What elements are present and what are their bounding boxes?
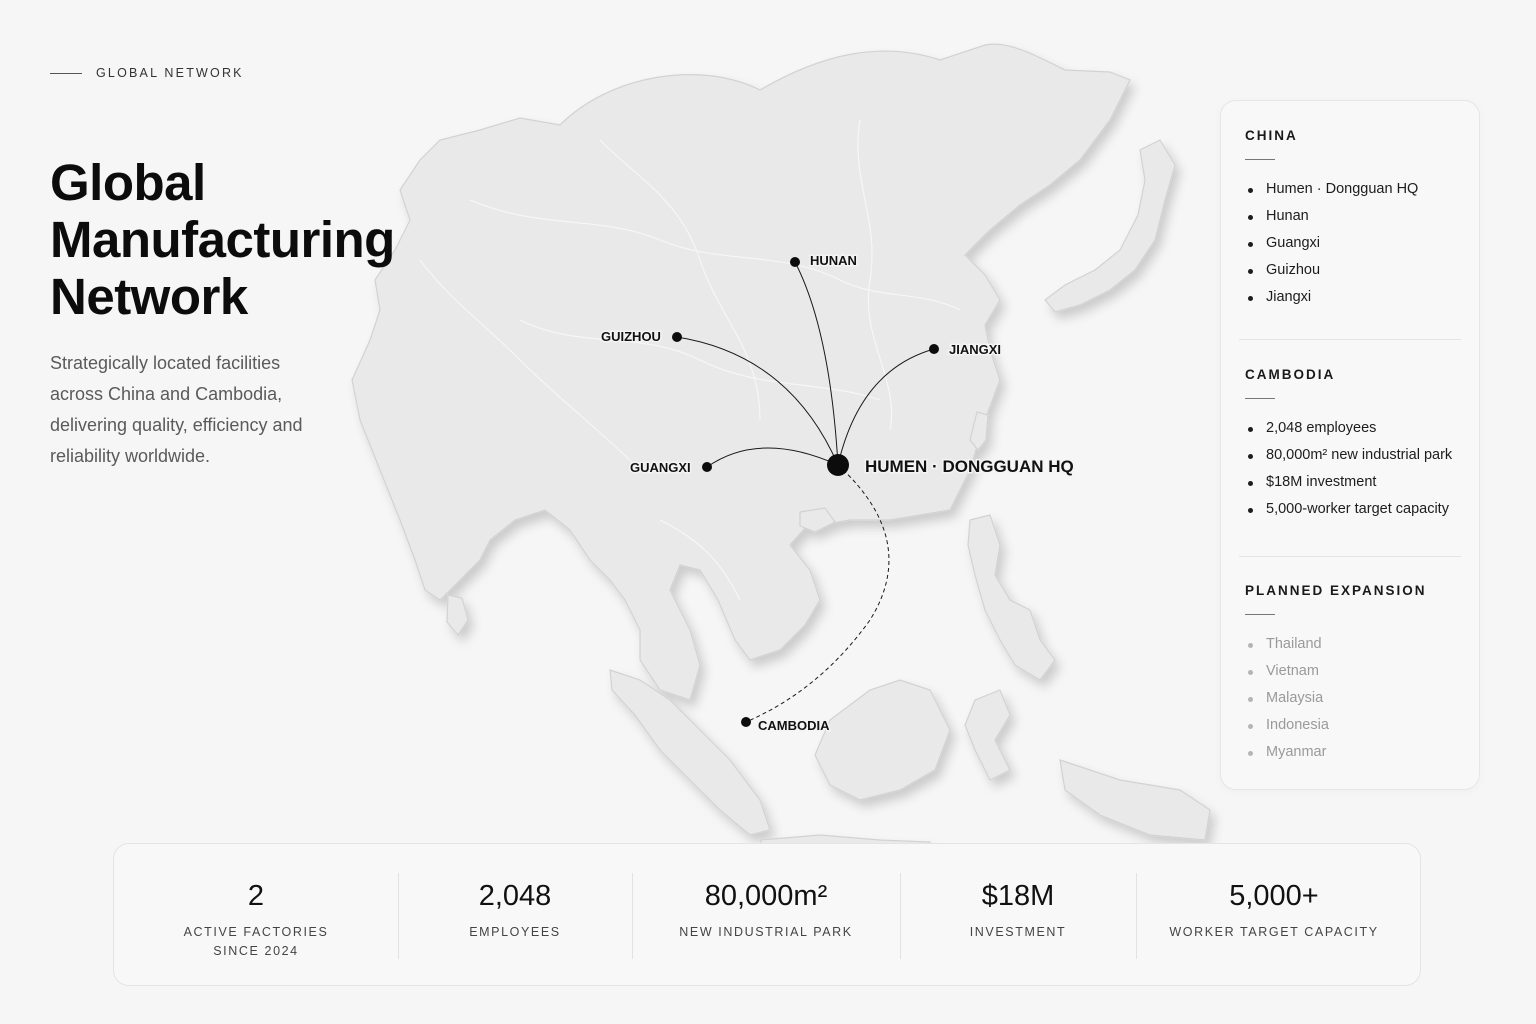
stat-divider [398, 873, 399, 959]
stat-divider [900, 873, 901, 959]
bullet [1248, 697, 1253, 702]
sumatra-landmass [609, 669, 771, 836]
stat-label: EMPLOYEES [469, 925, 561, 939]
bullet [1248, 215, 1253, 220]
bullet [1248, 427, 1253, 432]
stat-divider [632, 873, 633, 959]
guizhou-label: GUIZHOU [601, 329, 661, 344]
bullet [1248, 242, 1253, 247]
srilanka-landmass [446, 594, 469, 636]
bullet [1248, 724, 1253, 729]
list-item: Thailand [1245, 631, 1465, 658]
hq-marker [827, 454, 849, 476]
list-item: Guizhou [1245, 257, 1465, 284]
bullet [1248, 188, 1253, 193]
bullet [1248, 296, 1253, 301]
hunan-label: HUNAN [810, 253, 857, 268]
stat-active-factories: 2 ACTIVE FACTORIES SINCE 2024 [114, 844, 398, 987]
list-item: Hunan [1245, 203, 1465, 230]
stat-worker-capacity: 5,000+ WORKER TARGET CAPACITY [1136, 844, 1412, 987]
list-item: Malaysia [1245, 685, 1465, 712]
stat-value: 5,000+ [1229, 880, 1319, 912]
stat-value: $18M [981, 880, 1055, 912]
east-islands-landmass [1059, 759, 1211, 841]
page-subtitle: Strategically located facilities across … [50, 353, 303, 466]
mainland-landmass [351, 43, 1131, 701]
bullet [1248, 508, 1253, 513]
route-cambodia [745, 464, 890, 723]
eyebrow-label: GLOBAL NETWORK [96, 66, 244, 80]
guangxi-label: GUANGXI [630, 460, 691, 475]
route-guizhou [676, 336, 839, 466]
bullet [1248, 643, 1253, 648]
guizhou-marker [672, 332, 682, 342]
section-dash [1245, 159, 1275, 160]
list-item: Vietnam [1245, 658, 1465, 685]
list-item: Myanmar [1245, 739, 1465, 766]
borneo-landmass [814, 679, 951, 801]
list-item: Humen · Dongguan HQ [1245, 176, 1465, 203]
eyebrow-rule [50, 72, 82, 74]
jiangxi-marker [929, 344, 939, 354]
cambodia-section: CAMBODIA 2,048 employees 80,000m² new in… [1245, 367, 1465, 523]
stat-divider [1136, 873, 1137, 959]
hq-label: HUMEN · DONGGUAN HQ [865, 457, 1074, 476]
bullet [1248, 454, 1253, 459]
stat-value: 80,000m² [704, 880, 828, 912]
stat-label: INVESTMENT [969, 925, 1067, 939]
stat-label: WORKER TARGET CAPACITY [1169, 925, 1379, 939]
japan-landmass [1044, 139, 1176, 313]
list-item: 5,000-worker target capacity [1245, 496, 1465, 523]
hainan-landmass [799, 507, 836, 533]
expansion-section: PLANNED EXPANSION Thailand Vietnam Malay… [1245, 583, 1465, 766]
cambodia-marker [741, 717, 751, 727]
locations-panel: CHINA Humen · Dongguan HQ Hunan Guangxi … [1220, 100, 1480, 790]
panel-divider [1239, 556, 1461, 557]
bullet [1248, 269, 1253, 274]
sulawesi-landmass [964, 689, 1011, 781]
philippines-landmass [967, 514, 1056, 681]
bullet [1248, 670, 1253, 675]
stats-bar: 2 ACTIVE FACTORIES SINCE 2024 2,048 EMPL… [113, 843, 1421, 986]
route-jiangxi [837, 348, 935, 466]
stat-label: NEW INDUSTRIAL PARK [679, 925, 853, 939]
list-item: 80,000m² new industrial park [1245, 442, 1465, 469]
eyebrow: GLOBAL NETWORK [50, 66, 244, 80]
cambodia-list: 2,048 employees 80,000m² new industrial … [1245, 415, 1465, 523]
cambodia-label: CAMBODIA [758, 718, 830, 733]
china-list: Humen · Dongguan HQ Hunan Guangxi Guizho… [1245, 176, 1465, 311]
list-item: Indonesia [1245, 712, 1465, 739]
china-heading: CHINA [1245, 128, 1298, 143]
expansion-list: Thailand Vietnam Malaysia Indonesia Myan… [1245, 631, 1465, 766]
section-dash [1245, 614, 1275, 615]
route-guangxi [706, 447, 839, 468]
panel-divider [1239, 339, 1461, 340]
list-item: Jiangxi [1245, 284, 1465, 311]
list-item: $18M investment [1245, 469, 1465, 496]
bullet [1248, 481, 1253, 486]
list-item: 2,048 employees [1245, 415, 1465, 442]
stat-value: 2 [247, 880, 265, 912]
hunan-marker [790, 257, 800, 267]
bullet [1248, 751, 1253, 756]
stat-industrial-park: 80,000m² NEW INDUSTRIAL PARK [632, 844, 900, 987]
stat-label: ACTIVE FACTORIES SINCE 2024 [183, 925, 329, 958]
china-section: CHINA Humen · Dongguan HQ Hunan Guangxi … [1245, 128, 1465, 311]
jiangxi-label: JIANGXI [949, 342, 1001, 357]
page-title: Global Manufacturing Network [50, 154, 395, 325]
route-hunan [794, 261, 839, 466]
list-item: Guangxi [1245, 230, 1465, 257]
stat-employees: 2,048 EMPLOYEES [398, 844, 632, 987]
expansion-heading: PLANNED EXPANSION [1245, 583, 1427, 598]
cambodia-heading: CAMBODIA [1245, 367, 1336, 382]
section-dash [1245, 398, 1275, 399]
taiwan-landmass [969, 411, 989, 451]
stat-value: 2,048 [478, 880, 552, 912]
guangxi-marker [702, 462, 712, 472]
stat-investment: $18M INVESTMENT [900, 844, 1136, 987]
